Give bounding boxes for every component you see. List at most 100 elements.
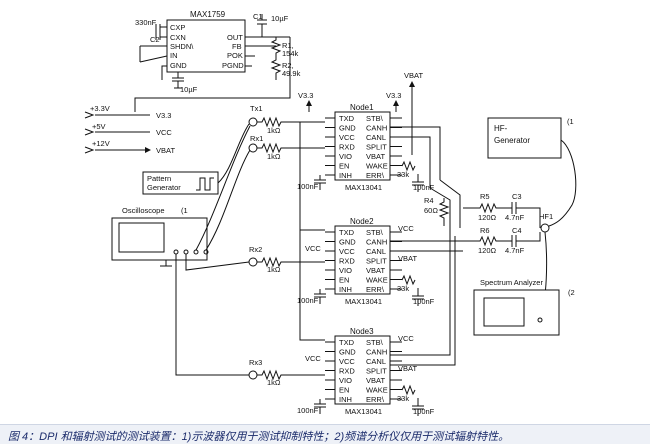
r5-value: 120Ω [478, 213, 497, 222]
pattern-generator-line2: Generator [147, 183, 181, 192]
node-pin-right: SPLIT [366, 257, 387, 266]
node-pin-left: TXD [339, 338, 355, 347]
pin-out: OUT [227, 33, 243, 42]
node-pin-right: CANL [366, 133, 386, 142]
caption-text: 图 4：DPI 和辐射测试的测试装置：1)示波器仅用于测试抑制特性；2)频谱分析… [8, 431, 510, 443]
cap-c2-label: C2 [150, 35, 160, 44]
c3-value: 4.7nF [505, 213, 525, 222]
node-vcc: VCC [398, 334, 414, 343]
node-pin-right: ERR\ [366, 395, 385, 404]
tx-rx-probes: Tx1 Rx1 1kΩ 1kΩ Pattern Generator [142, 104, 325, 195]
r6-value: 120Ω [478, 246, 497, 255]
node-vcc-left: VCC [305, 244, 321, 253]
r4-label: R4 [424, 196, 434, 205]
r5-label: R5 [480, 192, 490, 201]
node-pin-left: GND [339, 238, 356, 247]
hf-generator-line1: HF- [494, 124, 508, 133]
rails: V3.3 V3.3 VBAT [298, 71, 423, 155]
pin-in: IN [170, 51, 178, 60]
node-pin-right: CANL [366, 357, 386, 366]
r2-label: R2, [282, 61, 294, 70]
r4-value: 60Ω [424, 206, 438, 215]
pin-cxn: CXN [170, 33, 186, 42]
node-pin-left: EN [339, 162, 349, 171]
r1-label: R1, [282, 41, 294, 50]
node-vcc: VCC [398, 224, 414, 233]
can-bus [390, 126, 463, 366]
node-pin-left: VCC [339, 357, 355, 366]
node-pin-left: EN [339, 386, 349, 395]
spectrum-analyzer-note: (2 [568, 288, 575, 297]
rx3-label: Rx3 [249, 358, 262, 367]
rail-vbat: VBAT [404, 71, 423, 80]
node-pin-left: TXD [339, 114, 355, 123]
supply-33v-in: +3.3V [90, 104, 110, 113]
tx1-resistor: 1kΩ [267, 126, 281, 135]
figure-caption: 图 4：DPI 和辐射测试的测试装置：1)示波器仅用于测试抑制特性；2)频谱分析… [0, 424, 650, 444]
node-vbat: VBAT [398, 254, 417, 263]
rx-lines: Rx2 Rx3 1kΩ 1kΩ [248, 122, 325, 387]
node-pin-right: STB\ [366, 114, 384, 123]
hf-generator: HF- Generator (1 [487, 117, 577, 319]
node-vcc-left: VCC [305, 354, 321, 363]
pattern-generator-line1: Pattern [147, 174, 171, 183]
node-pin-right: CANL [366, 247, 386, 256]
node-pin-right: VBAT [366, 376, 385, 385]
pin-pgnd: PGND [222, 61, 244, 70]
pin-fb: FB [232, 42, 242, 51]
cap-in-label: 10µF [180, 85, 198, 94]
node-name: Node3 [350, 327, 374, 336]
node-pin-left: VIO [339, 152, 352, 161]
node-pin-right: STB\ [366, 228, 384, 237]
node-pin-right: ERR\ [366, 285, 385, 294]
node-cap-left: 100nF [297, 182, 319, 191]
node-cap-right: 100nF [413, 183, 435, 192]
node-pin-right: ERR\ [366, 171, 385, 180]
node-name: Node2 [350, 217, 374, 226]
spectrum-analyzer: Spectrum Analyzer (2 [473, 278, 575, 336]
node-pin-left: VIO [339, 376, 352, 385]
supply-33v-out: V3.3 [156, 111, 171, 120]
oscilloscope-label: Oscilloscope [122, 206, 165, 215]
pin-gnd: GND [170, 61, 187, 70]
r6-label: R6 [480, 226, 490, 235]
supply-5v-out: VCC [156, 128, 172, 137]
termination-network: R4 60Ω R5 120Ω C3 4.7nF R6 120Ω C4 4.7nF… [424, 192, 553, 255]
hf-generator-note: (1 [567, 117, 574, 126]
node-pin-right: STB\ [366, 338, 384, 347]
node-pin-right: SPLIT [366, 367, 387, 376]
node-pin-left: GND [339, 348, 356, 357]
node-pin-left: RXD [339, 367, 355, 376]
node-pin-left: RXD [339, 257, 355, 266]
node-pin-right: WAKE [366, 386, 388, 395]
pin-cxp: CXP [170, 23, 185, 32]
rx2-resistor: 1kΩ [267, 265, 281, 274]
oscilloscope-note: (1 [181, 206, 188, 215]
c3-label: C3 [512, 192, 522, 201]
node-cap-left: 100nF [297, 406, 319, 415]
node-cap-left: 100nF [297, 296, 319, 305]
rx1-resistor: 1kΩ [267, 152, 281, 161]
c4-value: 4.7nF [505, 246, 525, 255]
rail-v33-b: V3.3 [386, 91, 401, 100]
node-pin-left: VIO [339, 266, 352, 275]
rx2-label: Rx2 [249, 245, 262, 254]
spectrum-analyzer-label: Spectrum Analyzer [480, 278, 543, 287]
node-chip: MAX13041 [345, 183, 382, 192]
node-cap-right: 100nF [413, 297, 435, 306]
c4-label: C4 [512, 226, 522, 235]
supply-5v-in: +5V [92, 122, 106, 131]
cap-c1-value: 10µF [271, 14, 289, 23]
regulator-name: MAX1759 [190, 10, 226, 19]
node-pin-left: INH [339, 395, 352, 404]
node-cap-right: 100nF [413, 407, 435, 416]
rx3-resistor: 1kΩ [267, 378, 281, 387]
node-chip: MAX13041 [345, 297, 382, 306]
node-pin-left: EN [339, 276, 349, 285]
node-name: Node1 [350, 103, 374, 112]
